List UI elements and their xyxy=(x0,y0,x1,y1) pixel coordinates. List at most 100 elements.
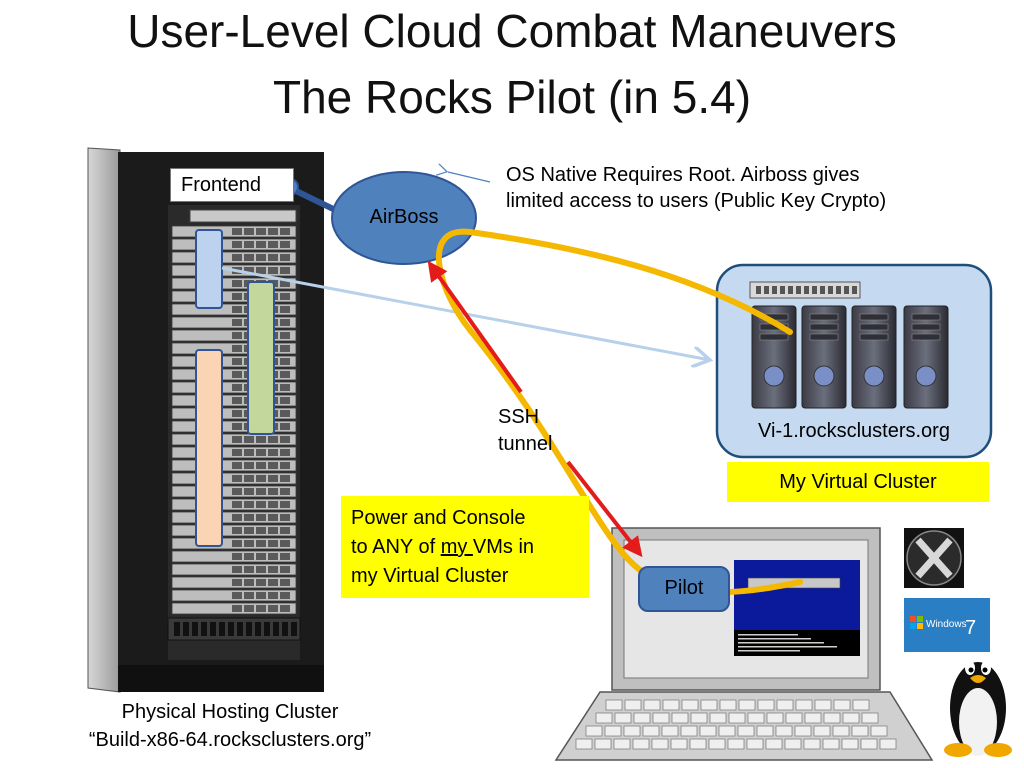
power-note-line-3: my Virtual Cluster xyxy=(351,565,509,587)
vm-tower-drive xyxy=(809,333,839,341)
rack-drive-bay xyxy=(256,449,266,456)
rack-drive-bay xyxy=(268,527,278,534)
rack-drive-bay xyxy=(232,553,242,560)
rack-drive-bay xyxy=(232,449,242,456)
rack-vent-slot xyxy=(282,622,288,636)
rack-drive-bay xyxy=(268,514,278,521)
switch-port xyxy=(820,286,825,294)
keyboard-key xyxy=(699,725,717,737)
rack-drive-bay xyxy=(256,527,266,534)
rack-vent-slot xyxy=(210,622,216,636)
vm-tower-speaker xyxy=(863,365,885,387)
rack-drive-bay xyxy=(232,410,242,417)
rack-vent-slot xyxy=(291,622,297,636)
windows-logo-version: 7 xyxy=(965,617,976,639)
rack-drive-bay xyxy=(244,540,254,547)
console-text-line xyxy=(738,638,811,640)
rack-drive-bay xyxy=(268,605,278,612)
keyboard-key xyxy=(861,712,879,724)
rack-drive-bay xyxy=(232,488,242,495)
keyboard-key xyxy=(652,712,670,724)
keyboard-key xyxy=(671,712,689,724)
rack-drive-bay xyxy=(232,540,242,547)
keyboard-key xyxy=(633,712,651,724)
vm-tower-drive xyxy=(859,323,889,331)
rack-drive-bay xyxy=(280,410,290,417)
rack-drive-bay xyxy=(268,436,278,443)
keyboard-key xyxy=(613,738,631,750)
rack-drive-bay xyxy=(280,605,290,612)
rack-drive-bay xyxy=(232,332,242,339)
keyboard-key xyxy=(833,699,851,711)
vm-group-orange-highlight xyxy=(195,349,223,547)
keyboard-key xyxy=(681,699,699,711)
keyboard-key xyxy=(814,699,832,711)
rack-drive-bay xyxy=(256,267,266,274)
keyboard-key xyxy=(757,699,775,711)
rack-drive-bay xyxy=(268,540,278,547)
switch-port xyxy=(756,286,761,294)
keyboard-key xyxy=(623,725,641,737)
keyboard-key xyxy=(803,738,821,750)
rack-drive-bay xyxy=(256,228,266,235)
keyboard-key xyxy=(700,699,718,711)
rack-drive-bay xyxy=(280,592,290,599)
keyboard-key xyxy=(860,738,878,750)
switch-port xyxy=(780,286,785,294)
rack-drive-bay xyxy=(232,514,242,521)
rack-drive-bay xyxy=(232,475,242,482)
rack-drive-bay xyxy=(268,449,278,456)
rack-drive-bay xyxy=(280,527,290,534)
airboss-label: AirBoss xyxy=(369,206,439,228)
keyboard-key xyxy=(776,699,794,711)
linux-tux-logo xyxy=(944,661,1012,757)
physical-cluster-caption-line-2: “Build-x86-64.rocksclusters.org” xyxy=(88,729,372,751)
keyboard-key xyxy=(642,725,660,737)
keyboard-key xyxy=(595,712,613,724)
ssh-label-line-1: SSH xyxy=(498,406,540,428)
vm-tower-drive xyxy=(809,313,839,321)
rack-drive-bay xyxy=(280,566,290,573)
rack-vent-slot xyxy=(273,622,279,636)
rack-drive-bay xyxy=(232,605,242,612)
keyboard-key xyxy=(604,725,622,737)
keyboard-key xyxy=(841,738,859,750)
rack-drive-bay xyxy=(256,462,266,469)
rack-drive-bay xyxy=(232,293,242,300)
console-text-line xyxy=(738,634,798,636)
keyboard-key xyxy=(870,725,888,737)
power-note-line-2-pre: to ANY of xyxy=(351,536,441,558)
windows-logo-text: Windows xyxy=(926,619,967,630)
rack-drive-bay xyxy=(280,358,290,365)
network-switch-image xyxy=(749,281,861,299)
rack-drive-bay xyxy=(280,384,290,391)
vm-tower-speaker xyxy=(813,365,835,387)
rack-drive-bay xyxy=(280,514,290,521)
power-note-line-2: to ANY of my VMs in xyxy=(351,533,579,562)
rack-drive-bay xyxy=(244,592,254,599)
macos-x-logo xyxy=(904,528,964,588)
rack-drive-bay xyxy=(256,540,266,547)
switch-port xyxy=(812,286,817,294)
keyboard-key xyxy=(661,725,679,737)
rack-drive-bay xyxy=(268,241,278,248)
rack-drive-bay xyxy=(232,436,242,443)
vm-tower-drive xyxy=(859,313,889,321)
switch-port xyxy=(788,286,793,294)
rack-drive-bay xyxy=(232,527,242,534)
switch-port xyxy=(804,286,809,294)
console-text-line xyxy=(738,642,824,644)
pilot-button[interactable]: Pilot xyxy=(638,566,730,612)
rack-drive-bay xyxy=(268,267,278,274)
rack-switch xyxy=(189,209,297,223)
rack-drive-bay xyxy=(280,540,290,547)
rack-drive-bay xyxy=(232,319,242,326)
ssh-tunnel-arrow-down xyxy=(566,460,643,558)
power-note-line-1: Power and Console xyxy=(351,507,526,529)
rack-vent-slot xyxy=(255,622,261,636)
physical-cluster-caption-line-1: Physical Hosting Cluster xyxy=(121,701,339,723)
keyboard-key xyxy=(727,738,745,750)
vm-group-green-highlight xyxy=(247,281,275,435)
rack-drive-bay xyxy=(256,501,266,508)
rack-drive-bay xyxy=(280,228,290,235)
